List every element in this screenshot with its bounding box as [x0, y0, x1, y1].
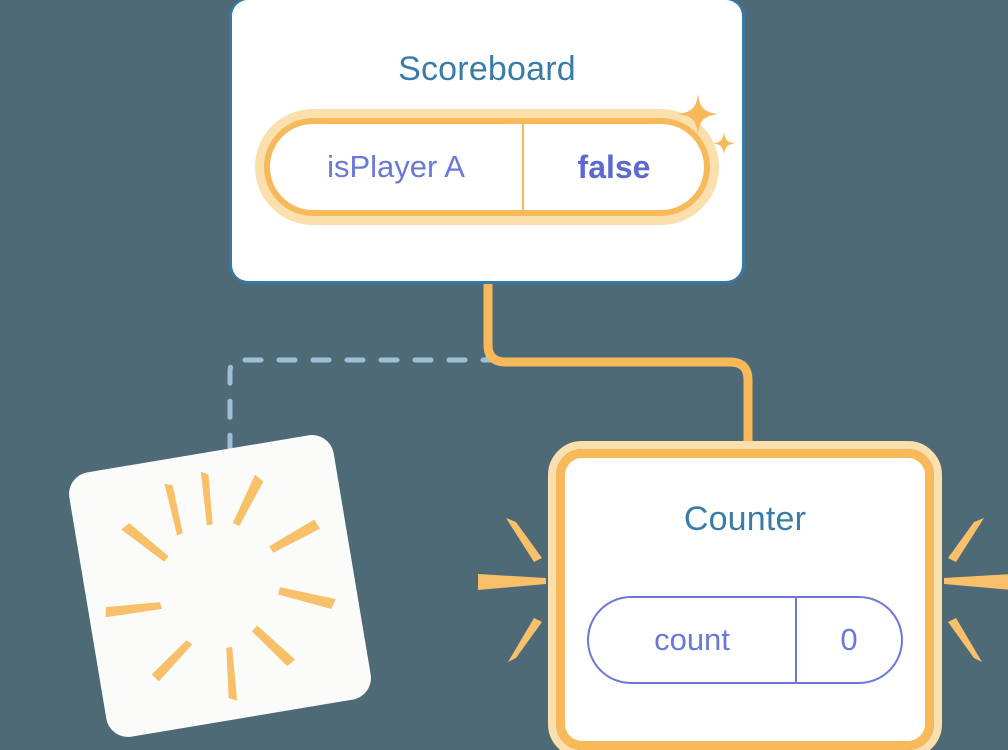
card-counter[interactable]: Counter count 0	[548, 441, 942, 750]
burst-ray	[121, 523, 169, 562]
burst-ray	[506, 518, 542, 562]
burst-ray	[164, 483, 183, 536]
burst-ray	[948, 618, 982, 662]
burst-rays-counter-left	[478, 518, 546, 662]
counter-title: Counter	[683, 500, 807, 538]
pill-divider	[522, 124, 524, 210]
connector-scoreboard-to-counter	[483, 281, 753, 466]
pill-divider	[795, 598, 797, 682]
burst-ray	[251, 625, 296, 667]
counter-state-value: 0	[840, 622, 858, 657]
scoreboard-state-key: isPlayer A	[327, 149, 465, 184]
scoreboard-state-value: false	[577, 148, 651, 185]
burst-ray	[232, 474, 264, 526]
burst-ray	[944, 574, 1008, 590]
scoreboard-title: Scoreboard	[398, 50, 576, 88]
card-tilted-blank[interactable]	[65, 431, 375, 741]
burst-ray	[948, 518, 984, 562]
burst-ray	[269, 519, 320, 553]
burst-ray	[151, 640, 193, 682]
burst-rays-counter-right	[944, 518, 1008, 662]
connector-scoreboard-to-tilted-card	[227, 278, 491, 471]
card-scoreboard[interactable]: Scoreboard isPlayer A false	[232, 0, 742, 281]
burst-ray	[478, 574, 546, 590]
burst-ray	[226, 646, 238, 701]
burst-ray	[105, 602, 162, 618]
burst-ray	[200, 471, 213, 526]
counter-state-key: count	[654, 622, 730, 657]
burst-ray	[508, 618, 542, 662]
counter-state-pill[interactable]: count 0	[587, 596, 903, 684]
burst-ray	[278, 587, 336, 609]
burst-rays-tilted-card	[105, 471, 336, 701]
scoreboard-state-pill[interactable]: isPlayer A false	[255, 109, 719, 225]
